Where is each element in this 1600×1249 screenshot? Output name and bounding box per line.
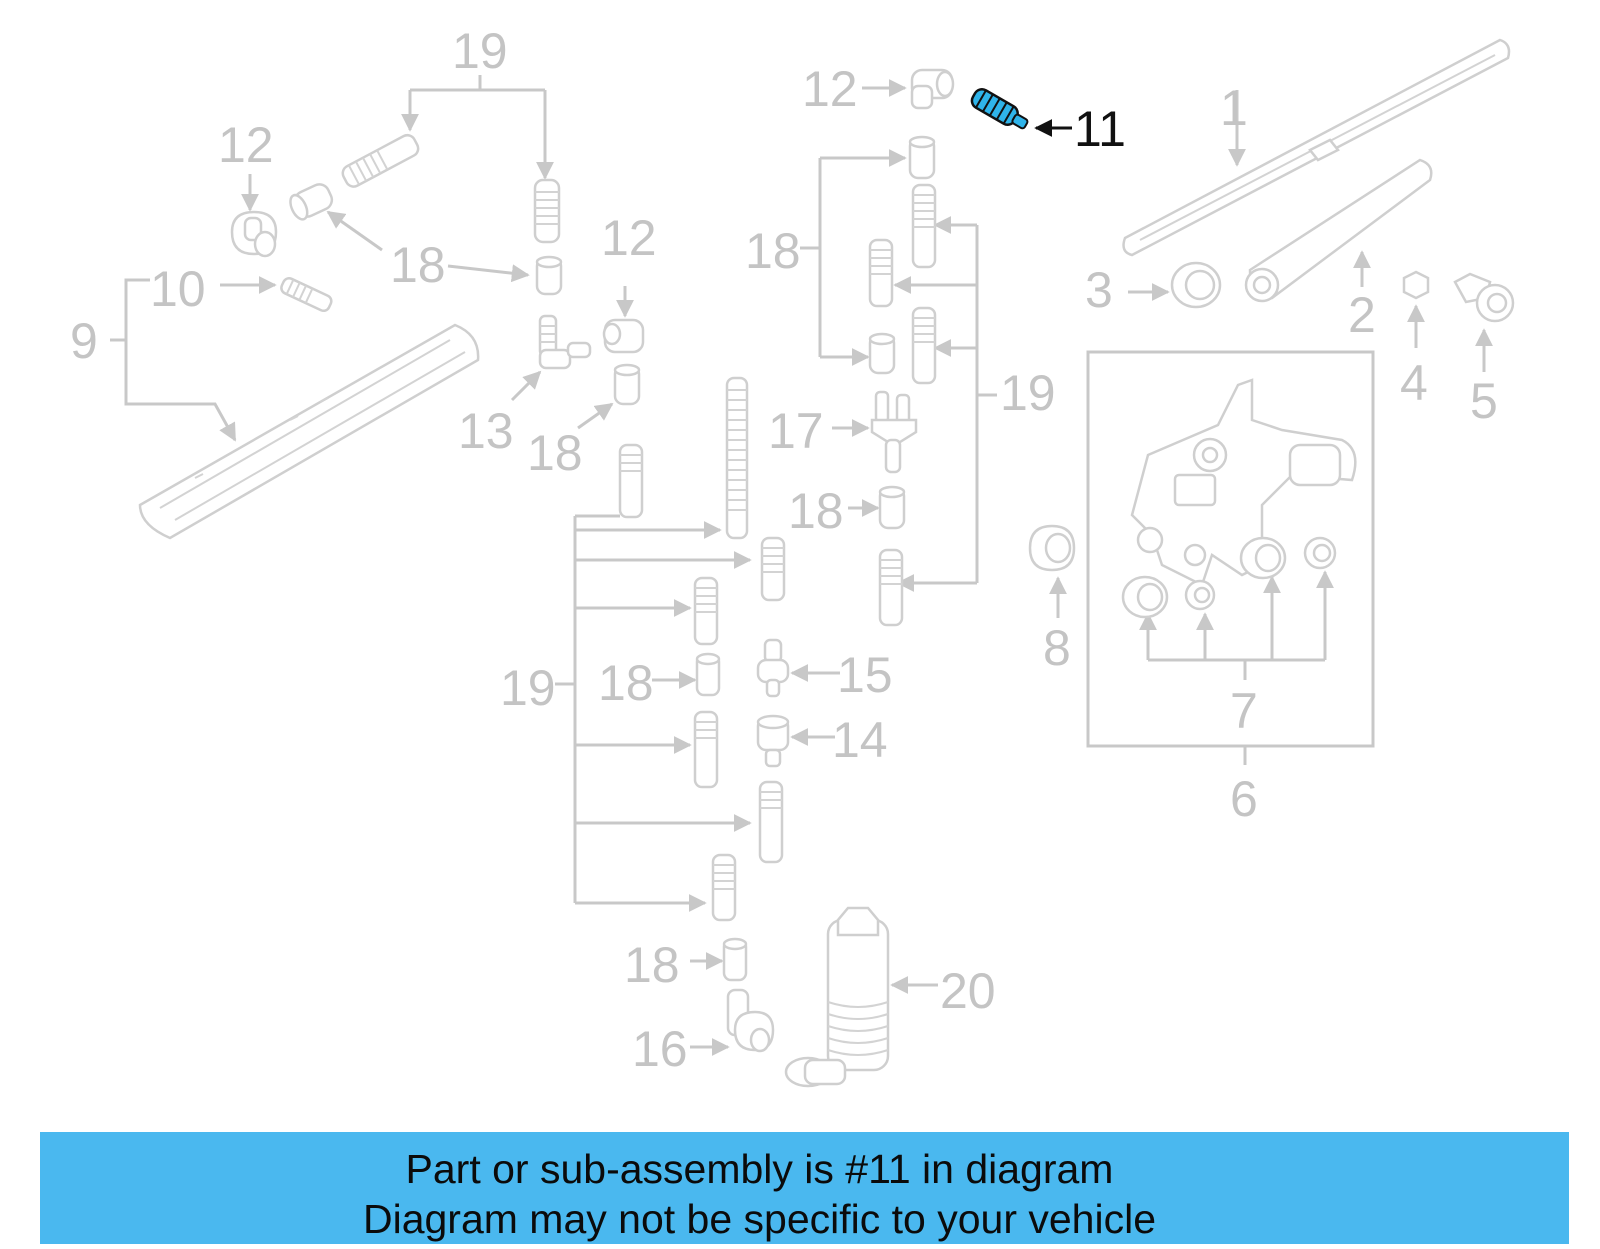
callout-18-c: 18 bbox=[745, 223, 801, 279]
callout-9: 9 bbox=[70, 313, 98, 369]
part-5-cap bbox=[1453, 272, 1515, 372]
part-3-grommet bbox=[1128, 261, 1222, 309]
callout-17: 17 bbox=[768, 403, 824, 459]
banner-disclaimer: Diagram may not be specific to your vehi… bbox=[362, 1196, 1156, 1242]
part-7-bushings bbox=[1121, 536, 1337, 680]
part-19-right-bracket bbox=[868, 183, 997, 627]
callout-5: 5 bbox=[1470, 373, 1498, 429]
callout-18-a: 18 bbox=[390, 237, 446, 293]
part-18-center-2 bbox=[690, 937, 748, 982]
part-8-grommet bbox=[1028, 524, 1076, 618]
callout-12-left: 12 bbox=[218, 117, 274, 173]
callout-18-e: 18 bbox=[598, 655, 654, 711]
part-15-check-valve bbox=[756, 638, 840, 698]
part-18-mid-left bbox=[326, 210, 641, 430]
part-14-grommet bbox=[756, 714, 835, 768]
part-17-y-connector bbox=[832, 390, 918, 474]
part-9-wiper-cover bbox=[110, 278, 480, 540]
callout-3: 3 bbox=[1085, 262, 1113, 318]
info-banner: Part or sub-assembly is #11 in diagram D… bbox=[40, 1132, 1569, 1244]
callout-14: 14 bbox=[832, 712, 888, 768]
part-19-center-bracket bbox=[555, 376, 786, 922]
callout-19-center: 19 bbox=[500, 660, 556, 716]
callout-16: 16 bbox=[632, 1021, 688, 1077]
part-6-motor-assembly bbox=[1086, 350, 1375, 765]
callout-4: 4 bbox=[1400, 355, 1428, 411]
callout-13: 13 bbox=[458, 403, 514, 459]
part-12-left-elbow bbox=[230, 174, 278, 258]
part-1-wiper-blade bbox=[1122, 38, 1511, 257]
part-10-nozzle bbox=[220, 276, 333, 313]
part-19-top-left-group bbox=[289, 75, 563, 296]
callout-19-top-left: 19 bbox=[452, 23, 508, 79]
callout-labels: 1 2 3 4 5 6 7 8 9 10 11 12 12 12 13 14 1… bbox=[70, 23, 1498, 1077]
part-20-washer-pump bbox=[784, 906, 938, 1088]
part-12-mid-elbow bbox=[602, 286, 645, 354]
part-18-center-1 bbox=[652, 652, 721, 697]
callout-19-right: 19 bbox=[1000, 365, 1056, 421]
callout-12-top: 12 bbox=[802, 61, 858, 117]
callout-2: 2 bbox=[1348, 287, 1376, 343]
callout-11: 11 bbox=[1074, 101, 1126, 157]
part-16-elbow bbox=[690, 988, 775, 1056]
banner-part-note: Part or sub-assembly is #11 in diagram bbox=[405, 1146, 1114, 1192]
callout-15: 15 bbox=[837, 647, 893, 703]
callout-18-f: 18 bbox=[624, 937, 680, 993]
part-11-highlighted-nozzle bbox=[970, 88, 1072, 137]
callout-10: 10 bbox=[150, 261, 206, 317]
callout-8: 8 bbox=[1043, 620, 1071, 676]
callout-18-d: 18 bbox=[788, 483, 844, 539]
part-2-wiper-arm bbox=[1244, 158, 1433, 303]
part-18-right-column bbox=[800, 135, 936, 375]
part-13-t-connector bbox=[510, 314, 592, 402]
callout-1: 1 bbox=[1220, 80, 1248, 136]
callout-18-b: 18 bbox=[527, 425, 583, 481]
part-4-nut bbox=[1402, 270, 1430, 348]
callout-12-mid: 12 bbox=[601, 210, 657, 266]
part-12-top-elbow bbox=[862, 68, 955, 110]
callout-20: 20 bbox=[940, 963, 996, 1019]
callout-7: 7 bbox=[1230, 683, 1258, 739]
callout-6: 6 bbox=[1230, 771, 1258, 827]
part-18-right-lower bbox=[848, 485, 906, 530]
